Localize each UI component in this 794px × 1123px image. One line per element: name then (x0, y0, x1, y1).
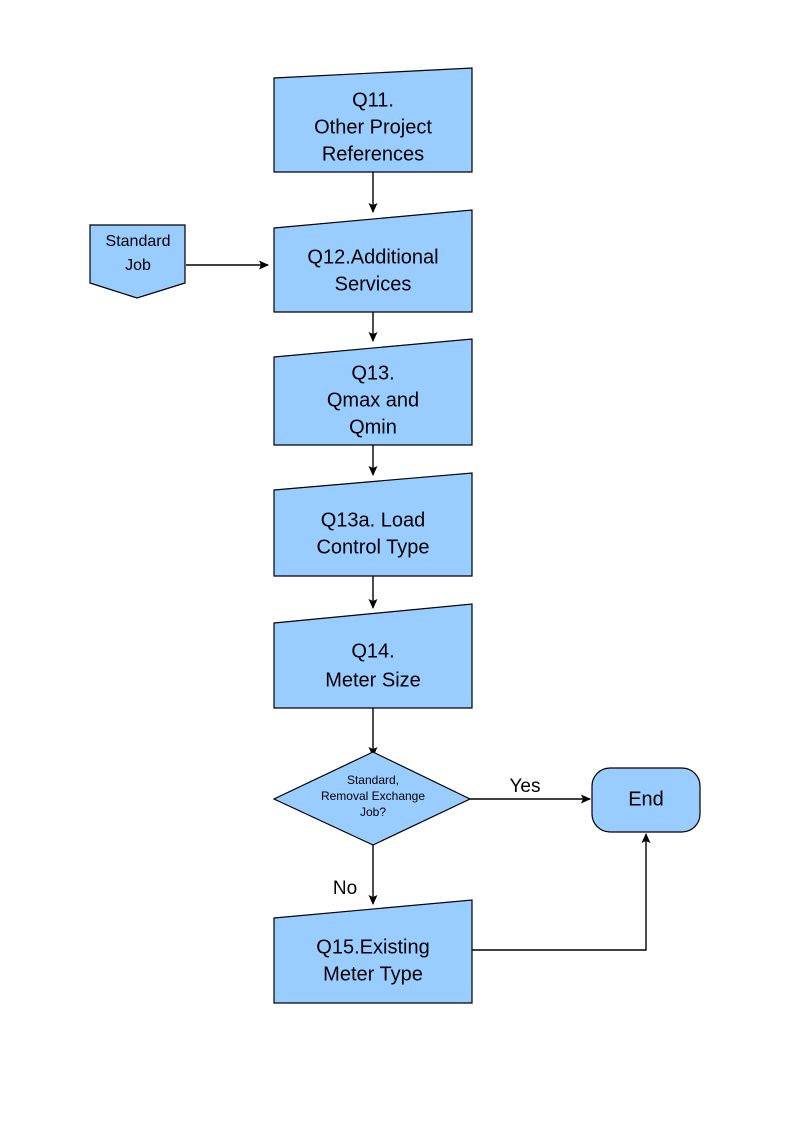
node-q13a-line-1: Q13a. Load (321, 509, 426, 531)
node-q12-line-2: Services (335, 273, 412, 295)
node-q13a-load-control-type[interactable]: Q13a. Load Control Type (273, 472, 473, 577)
node-q11-line-2: Other Project (314, 116, 432, 138)
node-q11-other-project-references[interactable]: Q11. Other Project References (273, 67, 473, 173)
node-standard-job[interactable]: Standard Job (89, 224, 186, 299)
node-q15-line-1: Q15.Existing (316, 936, 429, 958)
node-end[interactable]: End (591, 767, 701, 833)
node-q13a-line-2: Control Type (316, 536, 429, 558)
node-standard-job-line-1: Standard (106, 233, 171, 250)
node-q12-line-1: Q12.Additional (307, 246, 438, 268)
node-q13-line-3: Qmin (349, 416, 397, 438)
node-q12-additional-services[interactable]: Q12.Additional Services (273, 209, 473, 313)
edge-label-yes: Yes (510, 776, 541, 797)
node-decision-line-3: Job? (360, 805, 386, 819)
edge-label-no: No (333, 878, 357, 899)
node-q14-line-2: Meter Size (325, 669, 421, 691)
node-q13-line-1: Q13. (351, 362, 394, 384)
edge-q15-to-end (472, 833, 651, 951)
node-q15-existing-meter-type[interactable]: Q15.Existing Meter Type (273, 899, 473, 1004)
node-q15-line-2: Meter Type (323, 963, 423, 985)
node-q13-line-2: Qmax and (327, 389, 419, 411)
node-q11-line-3: References (322, 143, 424, 165)
node-q14-line-1: Q14. (351, 640, 394, 662)
node-decision-standard-removal-exchange-job[interactable]: Standard, Removal Exchange Job? (272, 751, 472, 846)
node-standard-job-line-2: Job (125, 257, 151, 274)
node-end-label: End (628, 788, 664, 810)
node-q14-meter-size[interactable]: Q14. Meter Size (273, 603, 473, 709)
node-q11-line-1: Q11. (352, 89, 394, 111)
node-decision-line-2: Removal Exchange (321, 789, 425, 803)
node-q13-qmax-and-qmin[interactable]: Q13. Qmax and Qmin (273, 338, 473, 446)
node-decision-line-1: Standard, (347, 773, 399, 787)
